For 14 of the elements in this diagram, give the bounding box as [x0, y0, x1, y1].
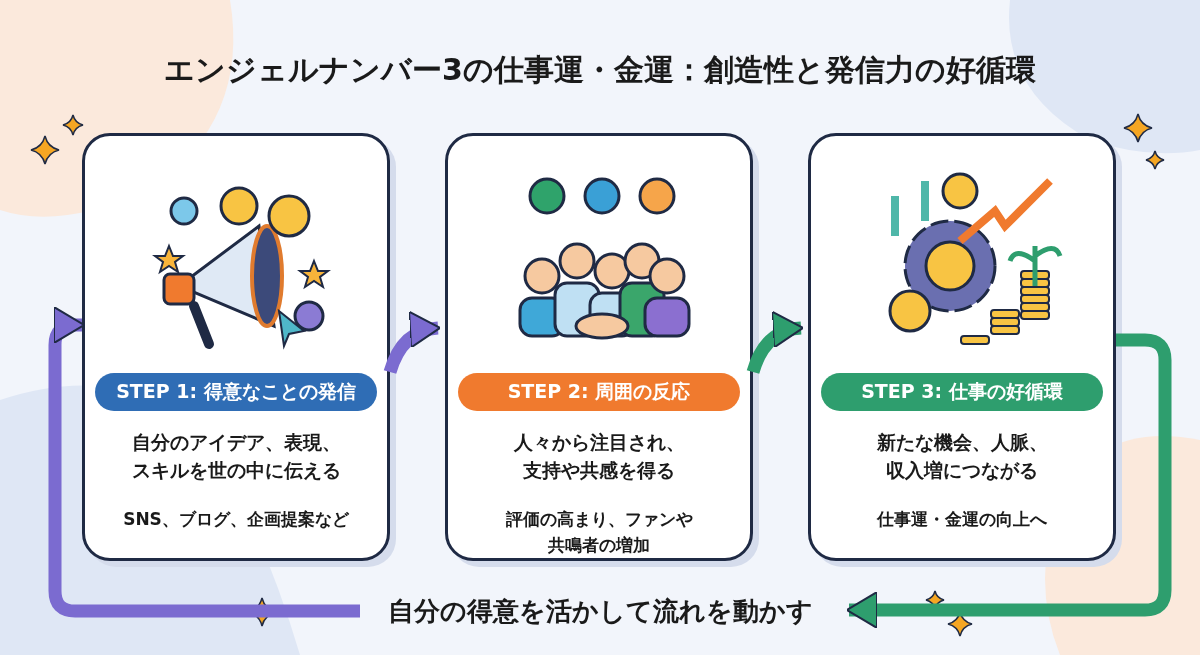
flow-arrow: [383, 312, 441, 374]
step-label: STEP 2: 周囲の反応: [458, 373, 740, 411]
card-text: 仕事運・金運の向上へ: [876, 508, 1048, 531]
step-label: STEP 1: 得意なことの発信: [95, 373, 377, 411]
card-text: 人々から注目され、支持や共感を得る: [512, 430, 686, 483]
card-text: 評価の高まり、ファンや共鳴者の増加: [504, 508, 694, 557]
step-label: STEP 3: 仕事の好循環: [821, 373, 1103, 411]
card-text: 新たな機会、人脈、収入増につながる: [875, 430, 1049, 483]
flow-arrow: [746, 312, 804, 374]
card-text: 自分のアイデア、表現、スキルを世の中に伝える: [130, 430, 342, 483]
card-text: SNS、ブログ、企画提案など: [122, 508, 350, 531]
title: エンジェルナンバー3の仕事運・金運：創造性と発信力の好循環: [163, 51, 1037, 89]
flow-arrow: [48, 306, 360, 618]
slogan-text: 自分の得意を活かして流れを動かす: [360, 590, 840, 632]
